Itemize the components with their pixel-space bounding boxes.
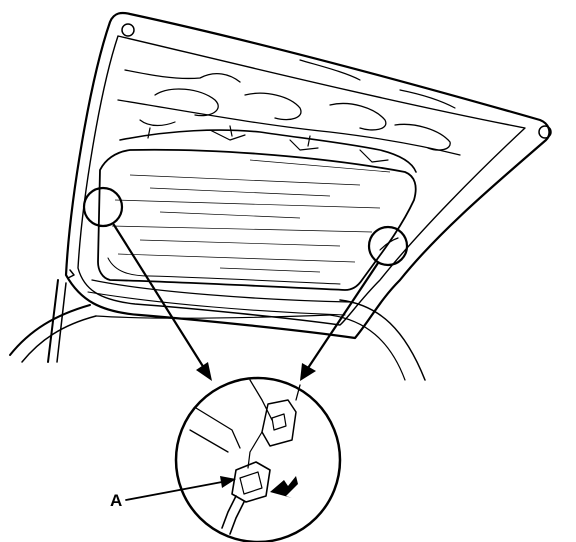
defroster-lines [111, 159, 391, 273]
detail-view [174, 376, 342, 542]
detail-circle [174, 376, 342, 542]
callout-label: A [110, 491, 122, 510]
rear-window-glass [87, 148, 417, 316]
detail-contents [189, 379, 301, 535]
callout-arrowhead [220, 476, 236, 488]
callout-a: A [110, 476, 236, 510]
left-connector-circle [82, 186, 124, 228]
inner-panel-detail [117, 59, 461, 173]
right-arrowhead [300, 363, 316, 381]
left-arrowhead [196, 362, 212, 381]
location-circles [82, 186, 409, 267]
push-arrow [270, 476, 298, 498]
right-connector-circle [367, 225, 409, 267]
leader-arrows [112, 223, 380, 381]
tailgate-lid [64, 11, 552, 340]
